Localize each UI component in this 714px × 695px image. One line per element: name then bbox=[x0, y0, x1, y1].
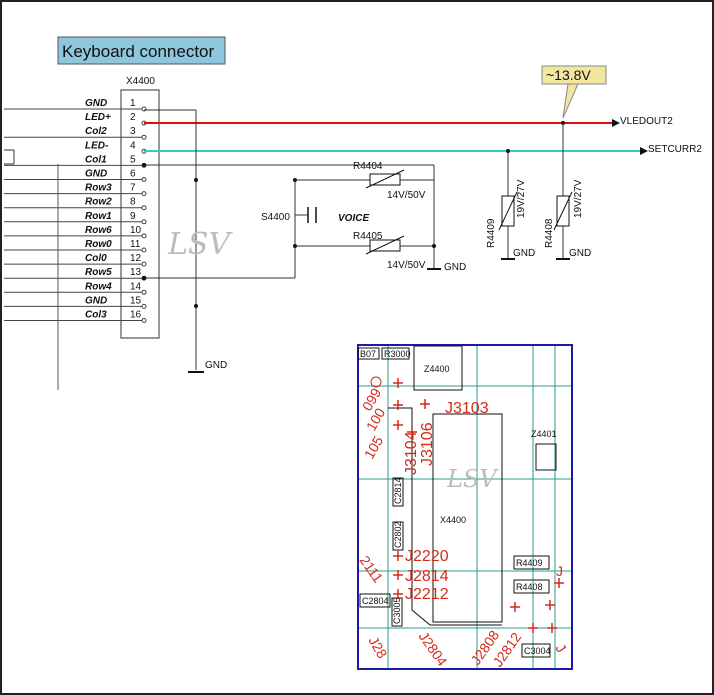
pin-contact bbox=[141, 134, 147, 140]
pin-net-label: Row4 bbox=[85, 281, 112, 292]
r4408-value: 19V/27V bbox=[573, 179, 584, 218]
pcb-r4409: R4409 bbox=[516, 558, 543, 568]
r4405-ref: R4405 bbox=[353, 231, 383, 242]
tp-j2220: J2220 bbox=[405, 548, 449, 565]
pin-contact bbox=[141, 177, 147, 182]
pcb-x4400-outline bbox=[432, 413, 503, 623]
pin-number: 8 bbox=[130, 197, 136, 208]
pcb-c3004: C3004 bbox=[524, 646, 551, 656]
pcb-view bbox=[357, 344, 573, 670]
tp-j2212: J2212 bbox=[405, 586, 449, 603]
pin-net-label: Row3 bbox=[85, 183, 112, 194]
pcb-r3000: R3000 bbox=[384, 349, 411, 359]
pin-number: 10 bbox=[130, 225, 142, 236]
watermark: LSV bbox=[167, 227, 233, 262]
pcb-c2814: C2814 bbox=[393, 477, 403, 504]
r4409-value: 19V/27V bbox=[516, 179, 527, 218]
pcb-r4408: R4408 bbox=[516, 582, 543, 592]
pin-net-label: GND bbox=[85, 169, 107, 180]
pcb-c3005: C3005 bbox=[392, 597, 402, 624]
pcb-c2804: C2804 bbox=[362, 596, 389, 606]
pin-number: 4 bbox=[130, 140, 136, 151]
page-title: Keyboard connector bbox=[62, 42, 214, 61]
pcb-z4400-pad bbox=[413, 345, 463, 391]
pin-net-label: Row6 bbox=[85, 225, 112, 236]
pin-net-label: Row0 bbox=[85, 239, 112, 250]
pin-contact bbox=[141, 247, 147, 253]
gnd-label-connector: GND bbox=[205, 360, 227, 371]
setcurr-label: SETCURR2 bbox=[648, 144, 702, 155]
r4404-value: 14V/50V bbox=[387, 190, 426, 201]
pin-number: 11 bbox=[130, 239, 141, 250]
pcb-watermark: LSV bbox=[446, 465, 499, 493]
r4408-ref: R4408 bbox=[544, 218, 555, 248]
pin-number: 12 bbox=[130, 253, 142, 264]
pcb-b07: B07 bbox=[360, 349, 376, 359]
tp-j-a: J bbox=[556, 563, 563, 579]
pin-contact bbox=[141, 233, 147, 239]
pin-net-label: Row2 bbox=[85, 197, 112, 208]
pcb-c2802: C2802 bbox=[393, 521, 403, 548]
pin-contact bbox=[141, 303, 147, 309]
pin-net-label: Row1 bbox=[85, 211, 112, 222]
pin-number: 14 bbox=[130, 281, 142, 292]
pin-net-label: Row5 bbox=[85, 267, 112, 278]
pin-net-label: LED+ bbox=[85, 112, 111, 123]
pin-net-label: Col1 bbox=[85, 154, 107, 165]
title-box bbox=[57, 36, 226, 65]
pcb-test-point-markers bbox=[393, 378, 564, 633]
tp-j2814: J2814 bbox=[405, 568, 449, 585]
voltage-callout-text: ~13.8V bbox=[546, 67, 591, 83]
tp-j3106: J3106 bbox=[419, 422, 436, 466]
voice-label: VOICE bbox=[338, 213, 369, 224]
gnd-label-r4408: GND bbox=[569, 248, 591, 259]
pin-number: 9 bbox=[130, 211, 136, 222]
pcb-x4400: X4400 bbox=[440, 515, 466, 525]
gnd-label-r4409: GND bbox=[513, 248, 535, 259]
tp-j3103: J3103 bbox=[445, 400, 489, 417]
pin-net-label: Col0 bbox=[85, 253, 107, 264]
pin-number: 13 bbox=[130, 267, 142, 278]
tp-j3104: J3104 bbox=[403, 431, 420, 475]
pcb-z4401: Z4401 bbox=[531, 429, 557, 439]
pin-contact bbox=[141, 219, 147, 225]
pin-net-label: LED- bbox=[85, 140, 109, 151]
pin-net-label: Col2 bbox=[85, 126, 107, 137]
pin-net-label: Col3 bbox=[85, 310, 107, 321]
pin-contact bbox=[141, 318, 147, 323]
r4405-value: 14V/50V bbox=[387, 260, 426, 271]
pin-net-label: GND bbox=[85, 295, 107, 306]
pin-number: 6 bbox=[130, 169, 136, 180]
r4404-ref: R4404 bbox=[353, 161, 383, 172]
pin-number: 15 bbox=[130, 295, 142, 306]
pin-number: 1 bbox=[130, 98, 136, 109]
pin-number: 5 bbox=[130, 154, 136, 165]
pin-number: 7 bbox=[130, 183, 136, 194]
pin-contact bbox=[141, 205, 147, 211]
vledout-label: VLEDOUT2 bbox=[620, 116, 673, 127]
pin-contact bbox=[141, 191, 147, 197]
pin-number: 3 bbox=[130, 126, 136, 137]
pin-contact bbox=[141, 289, 147, 295]
gnd-label-resistors: GND bbox=[444, 262, 466, 273]
pin-number: 16 bbox=[130, 310, 142, 321]
s4400-ref: S4400 bbox=[261, 212, 290, 223]
connector-ref: X4400 bbox=[126, 76, 155, 87]
pin-contact bbox=[141, 261, 147, 267]
pcb-z4400: Z4400 bbox=[424, 364, 450, 374]
pin-net-label: GND bbox=[85, 98, 107, 109]
r4409-ref: R4409 bbox=[486, 218, 497, 248]
connector-body bbox=[120, 89, 160, 339]
pin-number: 2 bbox=[130, 112, 136, 123]
